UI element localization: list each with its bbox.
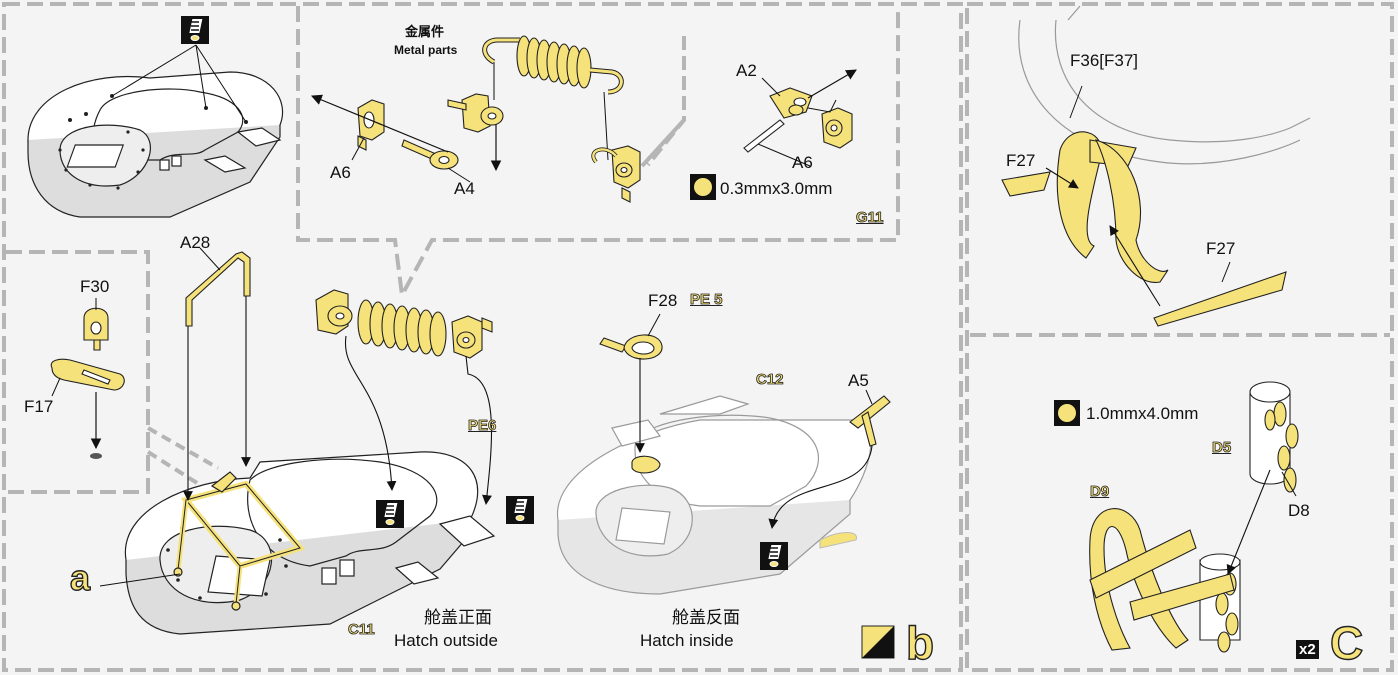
label-a28: A28: [180, 233, 211, 252]
inset-hole: [90, 453, 102, 459]
glue-marker-pe6: [505, 495, 535, 525]
panel-b-flag: [861, 625, 895, 659]
drill-marker-callout: [690, 174, 716, 200]
part-f28: [599, 334, 663, 474]
label-d8: D8: [1288, 501, 1310, 520]
arrow-a6-out: [311, 94, 449, 153]
label-f30: F30: [80, 277, 110, 296]
ref-g11: G11: [856, 209, 884, 226]
leader-a28: [199, 247, 221, 271]
ref-pe5: PE 5: [690, 291, 723, 308]
wire-to-pe6: [465, 355, 493, 505]
glue-marker-outside: [375, 499, 405, 529]
ref-c11: C11: [348, 621, 375, 638]
hatch-inside: [557, 395, 872, 595]
leader-f36: [1069, 85, 1083, 119]
leader-f28: [647, 313, 661, 337]
letter-a: a: [69, 557, 91, 598]
panel-letter-b: b: [905, 617, 935, 669]
drill-marker-c: [1054, 400, 1080, 426]
glue-marker-inside: [759, 541, 789, 571]
label-f27-right: F27: [1206, 239, 1236, 258]
part-a28: [185, 251, 251, 327]
hatch-inside-title-en: Hatch inside: [640, 631, 734, 650]
label-f27-left: F27: [1006, 151, 1036, 170]
rod-size: 1.0mmx4.0mm: [1086, 404, 1199, 423]
panel-letter-c: C: [1329, 617, 1364, 669]
ref-d9: D9: [1090, 483, 1110, 500]
leader-f27-b: [1221, 261, 1231, 283]
metal-parts-group: [357, 35, 641, 203]
callout-divider: [646, 36, 686, 167]
hatch-outside-title-en: Hatch outside: [394, 631, 498, 650]
leader-a5: [865, 389, 873, 405]
arrow-a2-out: [807, 69, 857, 99]
wire-to-outside: [344, 335, 397, 491]
metal-parts-en: Metal parts: [394, 43, 458, 57]
glue-marker-top: [180, 15, 210, 45]
part-a5: [849, 395, 891, 447]
leader-letter-a: [99, 573, 181, 587]
leader-a6-right: [807, 99, 837, 113]
spring-assembly: [315, 289, 493, 359]
callout-pointer: [640, 118, 686, 168]
ref-pe6: PE6: [468, 417, 497, 434]
label-f28: F28: [648, 291, 678, 310]
chain-rod-bottom: [1199, 553, 1241, 653]
metal-parts-cn: 金属件: [405, 25, 445, 40]
hatch-outside: [124, 451, 496, 635]
hatch-inside-latch: [819, 532, 857, 549]
hatch-inside-title-cn: 舱盖反面: [672, 608, 740, 628]
arrow-f27-right: [1109, 225, 1161, 307]
chain-rod-top: [1249, 381, 1299, 493]
panel-c-flag: [1318, 628, 1322, 632]
leader-d8: [1281, 471, 1297, 497]
inset-parts: [50, 307, 125, 391]
quantity-badge: x2: [1296, 640, 1319, 659]
leader-a2: [761, 77, 781, 97]
ref-c12: C12: [756, 371, 784, 388]
arrow-chain: [1226, 469, 1271, 575]
strap-d9: [1089, 508, 1235, 651]
leader-a4: [447, 167, 471, 183]
leader-wire: [757, 143, 811, 167]
track-guide: [1018, 5, 1311, 165]
label-a5: A5: [848, 371, 869, 390]
label-f36: F36[F37]: [1070, 51, 1139, 70]
leader-a6-callout: [351, 137, 365, 161]
label-a6-right: A6: [792, 153, 813, 172]
label-a4: A4: [454, 179, 475, 198]
hatch-outside-title-cn: 舱盖正面: [424, 608, 492, 628]
hatch-overview-leaders: [111, 44, 247, 123]
label-a6-callout: A6: [330, 163, 351, 182]
label-f17: F17: [24, 397, 54, 416]
label-a2: A2: [736, 61, 757, 80]
strap-assembly: [1001, 131, 1287, 327]
wire-a5: [768, 445, 873, 529]
hatch-overview: [27, 71, 284, 218]
ref-d5: D5: [1212, 439, 1232, 456]
leader-f17: [51, 377, 61, 397]
a2-assembly: [743, 87, 853, 153]
arrow-f27-left: [1045, 167, 1079, 189]
wire-size-callout: 0.3mmx3.0mm: [720, 179, 833, 198]
